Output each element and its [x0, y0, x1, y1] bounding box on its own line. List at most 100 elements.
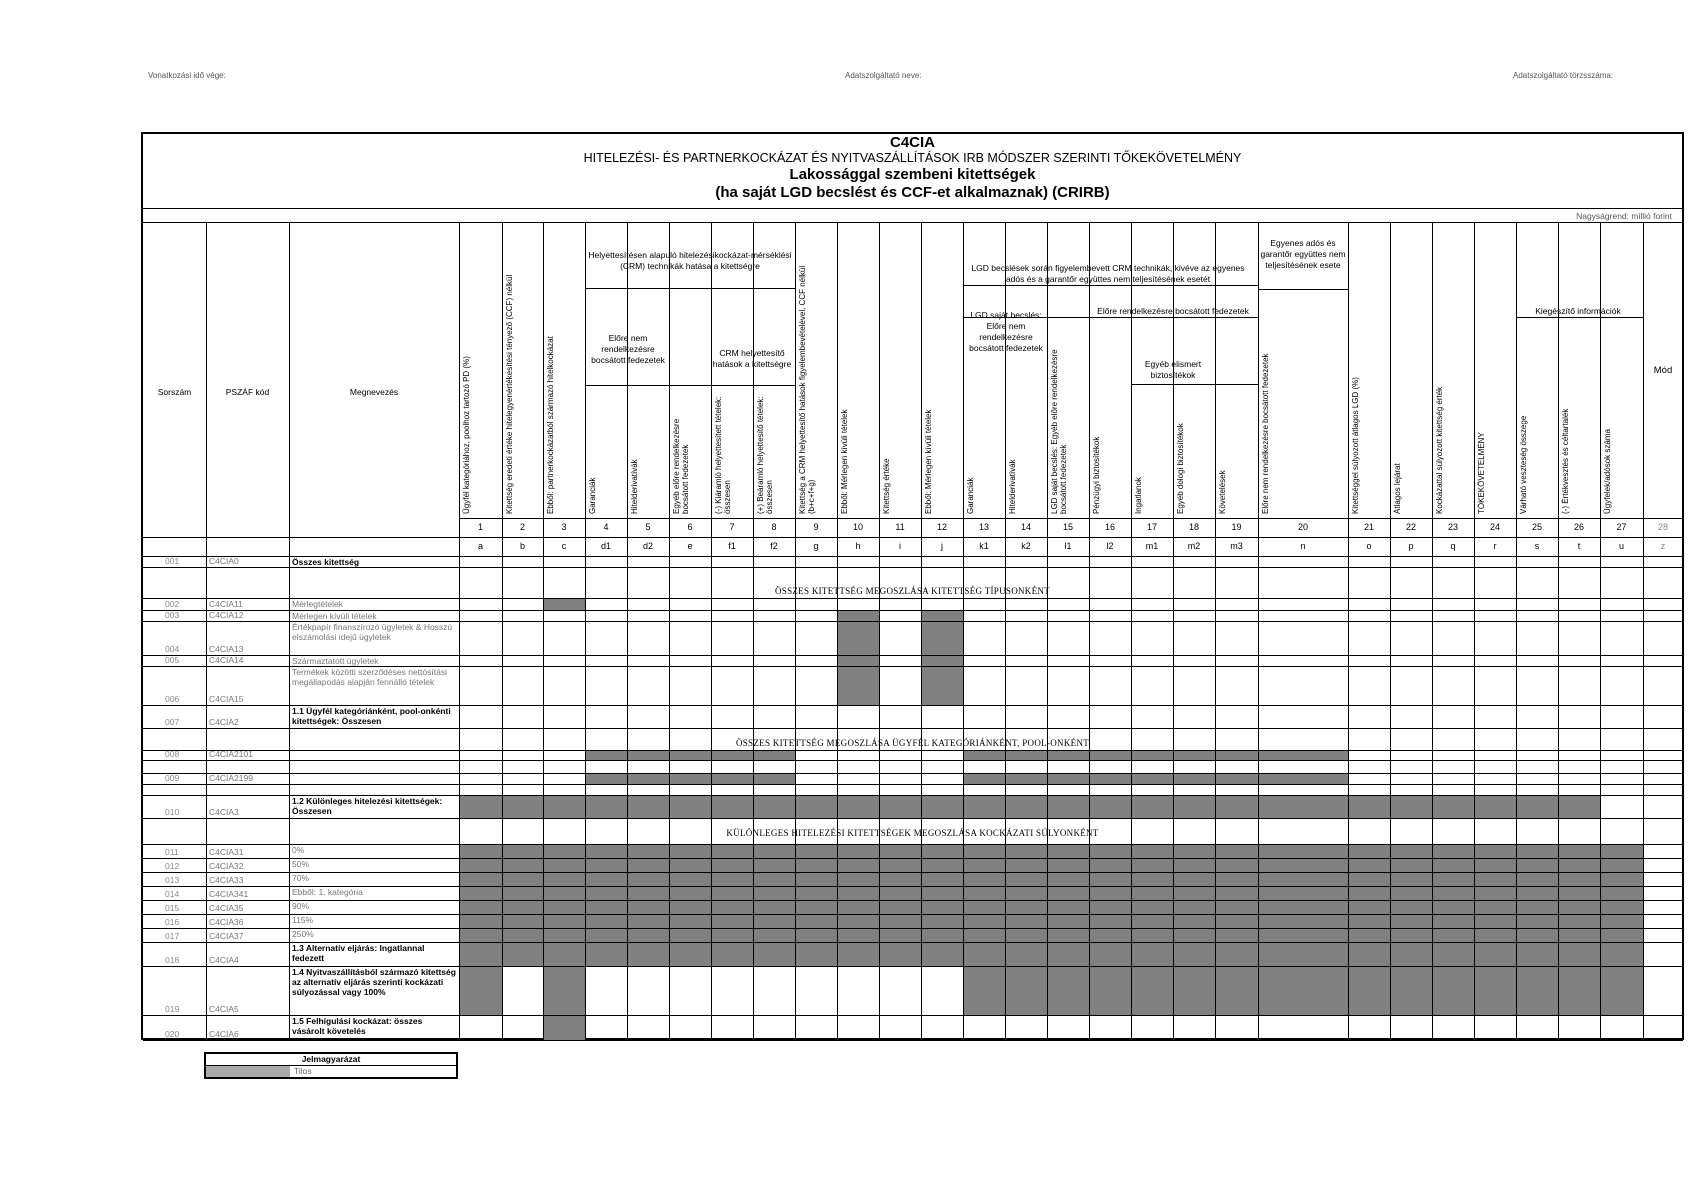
forbidden-cell [586, 774, 627, 784]
forbidden-cell [1517, 873, 1558, 886]
group-crm-helyettesito: CRM helyettesítő hatások a kitettségre [712, 348, 792, 369]
forbidden-cell [670, 887, 711, 900]
forbidden-cell [1174, 943, 1215, 966]
grid-line [1432, 222, 1433, 1040]
column-number-12: 12 [936, 522, 947, 532]
row-pszaf-code: C4CIA11 [209, 599, 243, 609]
grid-line [879, 222, 880, 1040]
forbidden-cell [1259, 901, 1348, 914]
column-label-u: Ügyfelek/adósok száma [1603, 429, 1612, 514]
forbidden-cell [1601, 845, 1643, 858]
forbidden-cell [1517, 929, 1558, 942]
row-megnevezes: 1.5 Felhígulási kockázat: összes vásárol… [292, 1016, 423, 1036]
forbidden-cell [628, 859, 669, 872]
grid-line [1558, 222, 1559, 1040]
forbidden-cell [1132, 967, 1173, 1015]
grid-line [669, 222, 670, 1040]
column-letter-s: s [1534, 541, 1540, 551]
forbidden-cell [1349, 845, 1390, 858]
column-letter-d1: d1 [600, 541, 611, 551]
forbidden-cell [1349, 796, 1390, 818]
forbidden-cell [1601, 929, 1643, 942]
forbidden-cell [1090, 873, 1131, 886]
forbidden-cell [1517, 887, 1558, 900]
row-pszaf-code: C4CIA2 [209, 717, 239, 727]
unit-note: Nagyságrend: millió forint [1576, 211, 1672, 221]
group-egyenes-ados: Egyenes adós és garantőr együttes nem te… [1260, 238, 1346, 270]
row-sorszam: 017 [165, 931, 180, 941]
row-pszaf-code: C4CIA3 [209, 807, 239, 817]
forbidden-cell [922, 887, 963, 900]
forbidden-cell [503, 929, 543, 942]
forbidden-cell [1048, 845, 1089, 858]
forbidden-cell [796, 929, 837, 942]
forbidden-cell [1349, 859, 1390, 872]
column-letter-f1: f1 [728, 541, 736, 551]
column-label-f2: (+) Beáramló helyettesítő tételek: össze… [756, 396, 774, 514]
forbidden-cell [1216, 873, 1258, 886]
forbidden-cell [1391, 967, 1432, 1015]
forbidden-cell [1433, 845, 1474, 858]
forbidden-cell [1006, 859, 1047, 872]
forbidden-cell [1391, 873, 1432, 886]
forbidden-cell [670, 859, 711, 872]
column-letter-m2: m2 [1187, 541, 1201, 551]
forbidden-cell [712, 929, 753, 942]
forbidden-cell [922, 915, 963, 928]
forbidden-cell [1174, 967, 1215, 1015]
forbidden-cell [838, 915, 879, 928]
forbidden-cell [1259, 845, 1348, 858]
forbidden-cell [922, 611, 963, 621]
forbidden-cell [1601, 859, 1643, 872]
column-number-27: 27 [1616, 522, 1627, 532]
row-megnevezes: Mérlegtételek [292, 599, 344, 609]
forbidden-cell [922, 901, 963, 914]
forbidden-cell [1090, 943, 1131, 966]
forbidden-cell [838, 901, 879, 914]
grid-line [143, 567, 1683, 568]
grid-line [143, 655, 1683, 656]
forbidden-cell [1174, 929, 1215, 942]
grid-line [143, 914, 1683, 915]
forbidden-cell [1048, 943, 1089, 966]
forbidden-cell [1391, 887, 1432, 900]
grid-line [143, 784, 1683, 785]
forbidden-cell [880, 845, 921, 858]
forbidden-cell [754, 929, 795, 942]
forbidden-cell [544, 967, 585, 1015]
column-label-h: Ebből: Mérlegen kívüli tételek [840, 409, 849, 515]
forbidden-cell [1132, 845, 1173, 858]
column-label-d1: Garanciák [588, 477, 597, 514]
forbidden-cell [1132, 859, 1173, 872]
forbidden-cell [460, 929, 502, 942]
grid-line [795, 222, 796, 1040]
forbidden-cell [1090, 901, 1131, 914]
forbidden-cell [670, 915, 711, 928]
row-sorszam: 014 [165, 889, 180, 899]
column-letter-k2: k2 [1021, 541, 1031, 551]
forbidden-cell [796, 873, 837, 886]
row-megnevezes: 70% [292, 873, 310, 883]
column-label-c: Ebből: partnerkockázatból származó hitel… [546, 336, 555, 514]
grid-line [143, 795, 1683, 796]
grid-line [459, 222, 460, 1040]
grid-line [143, 750, 1683, 751]
forbidden-cell [838, 887, 879, 900]
row-sorszam: 019 [165, 1004, 180, 1014]
forbidden-cell [1006, 943, 1047, 966]
forbidden-cell [1132, 943, 1173, 966]
forbidden-cell [1601, 873, 1643, 886]
forbidden-cell [1006, 929, 1047, 942]
row-sorszam: 011 [165, 847, 179, 857]
column-letter-l2: l2 [1106, 541, 1114, 551]
grid-line [1131, 222, 1132, 1040]
column-number-13: 13 [978, 522, 989, 532]
forbidden-cell [1559, 887, 1600, 900]
form-subtitle: Lakossággal szembeni kitettségek [789, 166, 1036, 183]
forbidden-cell [880, 929, 921, 942]
column-label-k2: Hitelderivatívák [1008, 459, 1017, 514]
grid-line [1258, 222, 1259, 1040]
header-mod: Mód [1653, 365, 1673, 376]
forbidden-cell [1048, 859, 1089, 872]
forbidden-cell [586, 943, 627, 966]
